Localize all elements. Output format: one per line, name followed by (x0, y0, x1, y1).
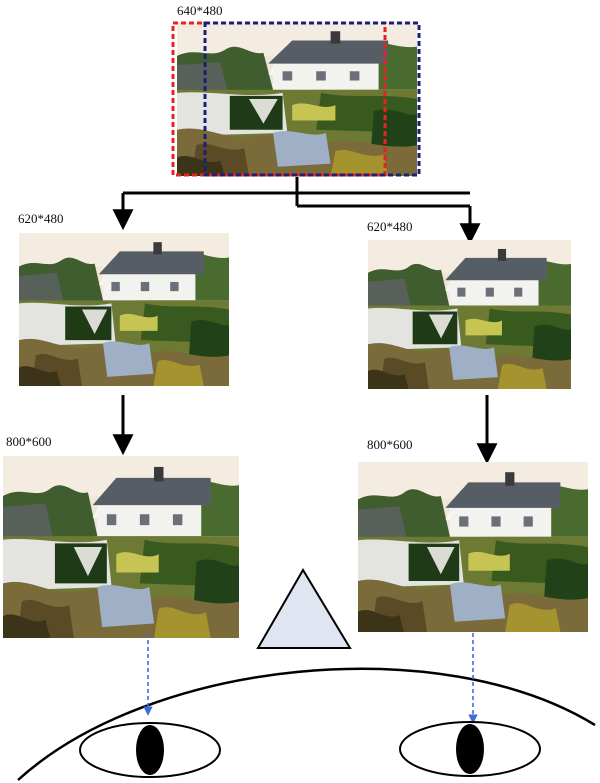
nose-triangle (256, 568, 352, 649)
original-size-label: 640*480 (177, 3, 223, 18)
right-scaled-size-label: 800*600 (367, 437, 413, 452)
split-connector-line (123, 177, 470, 208)
right-cropped-size-label: 620*480 (367, 219, 413, 234)
left-eye-icon (79, 722, 221, 778)
original-image (177, 22, 417, 176)
right-crop-frame (203, 21, 421, 177)
left-cropped-size-label: 620*480 (18, 211, 64, 226)
left-scaled-image (3, 456, 239, 638)
head-outline (17, 667, 596, 781)
right-scaled-image (358, 462, 588, 632)
right-eye-icon (399, 721, 541, 777)
left-cropped-image (19, 233, 229, 386)
right-cropped-image (368, 240, 571, 389)
left-scaled-size-label: 800*600 (6, 434, 52, 449)
